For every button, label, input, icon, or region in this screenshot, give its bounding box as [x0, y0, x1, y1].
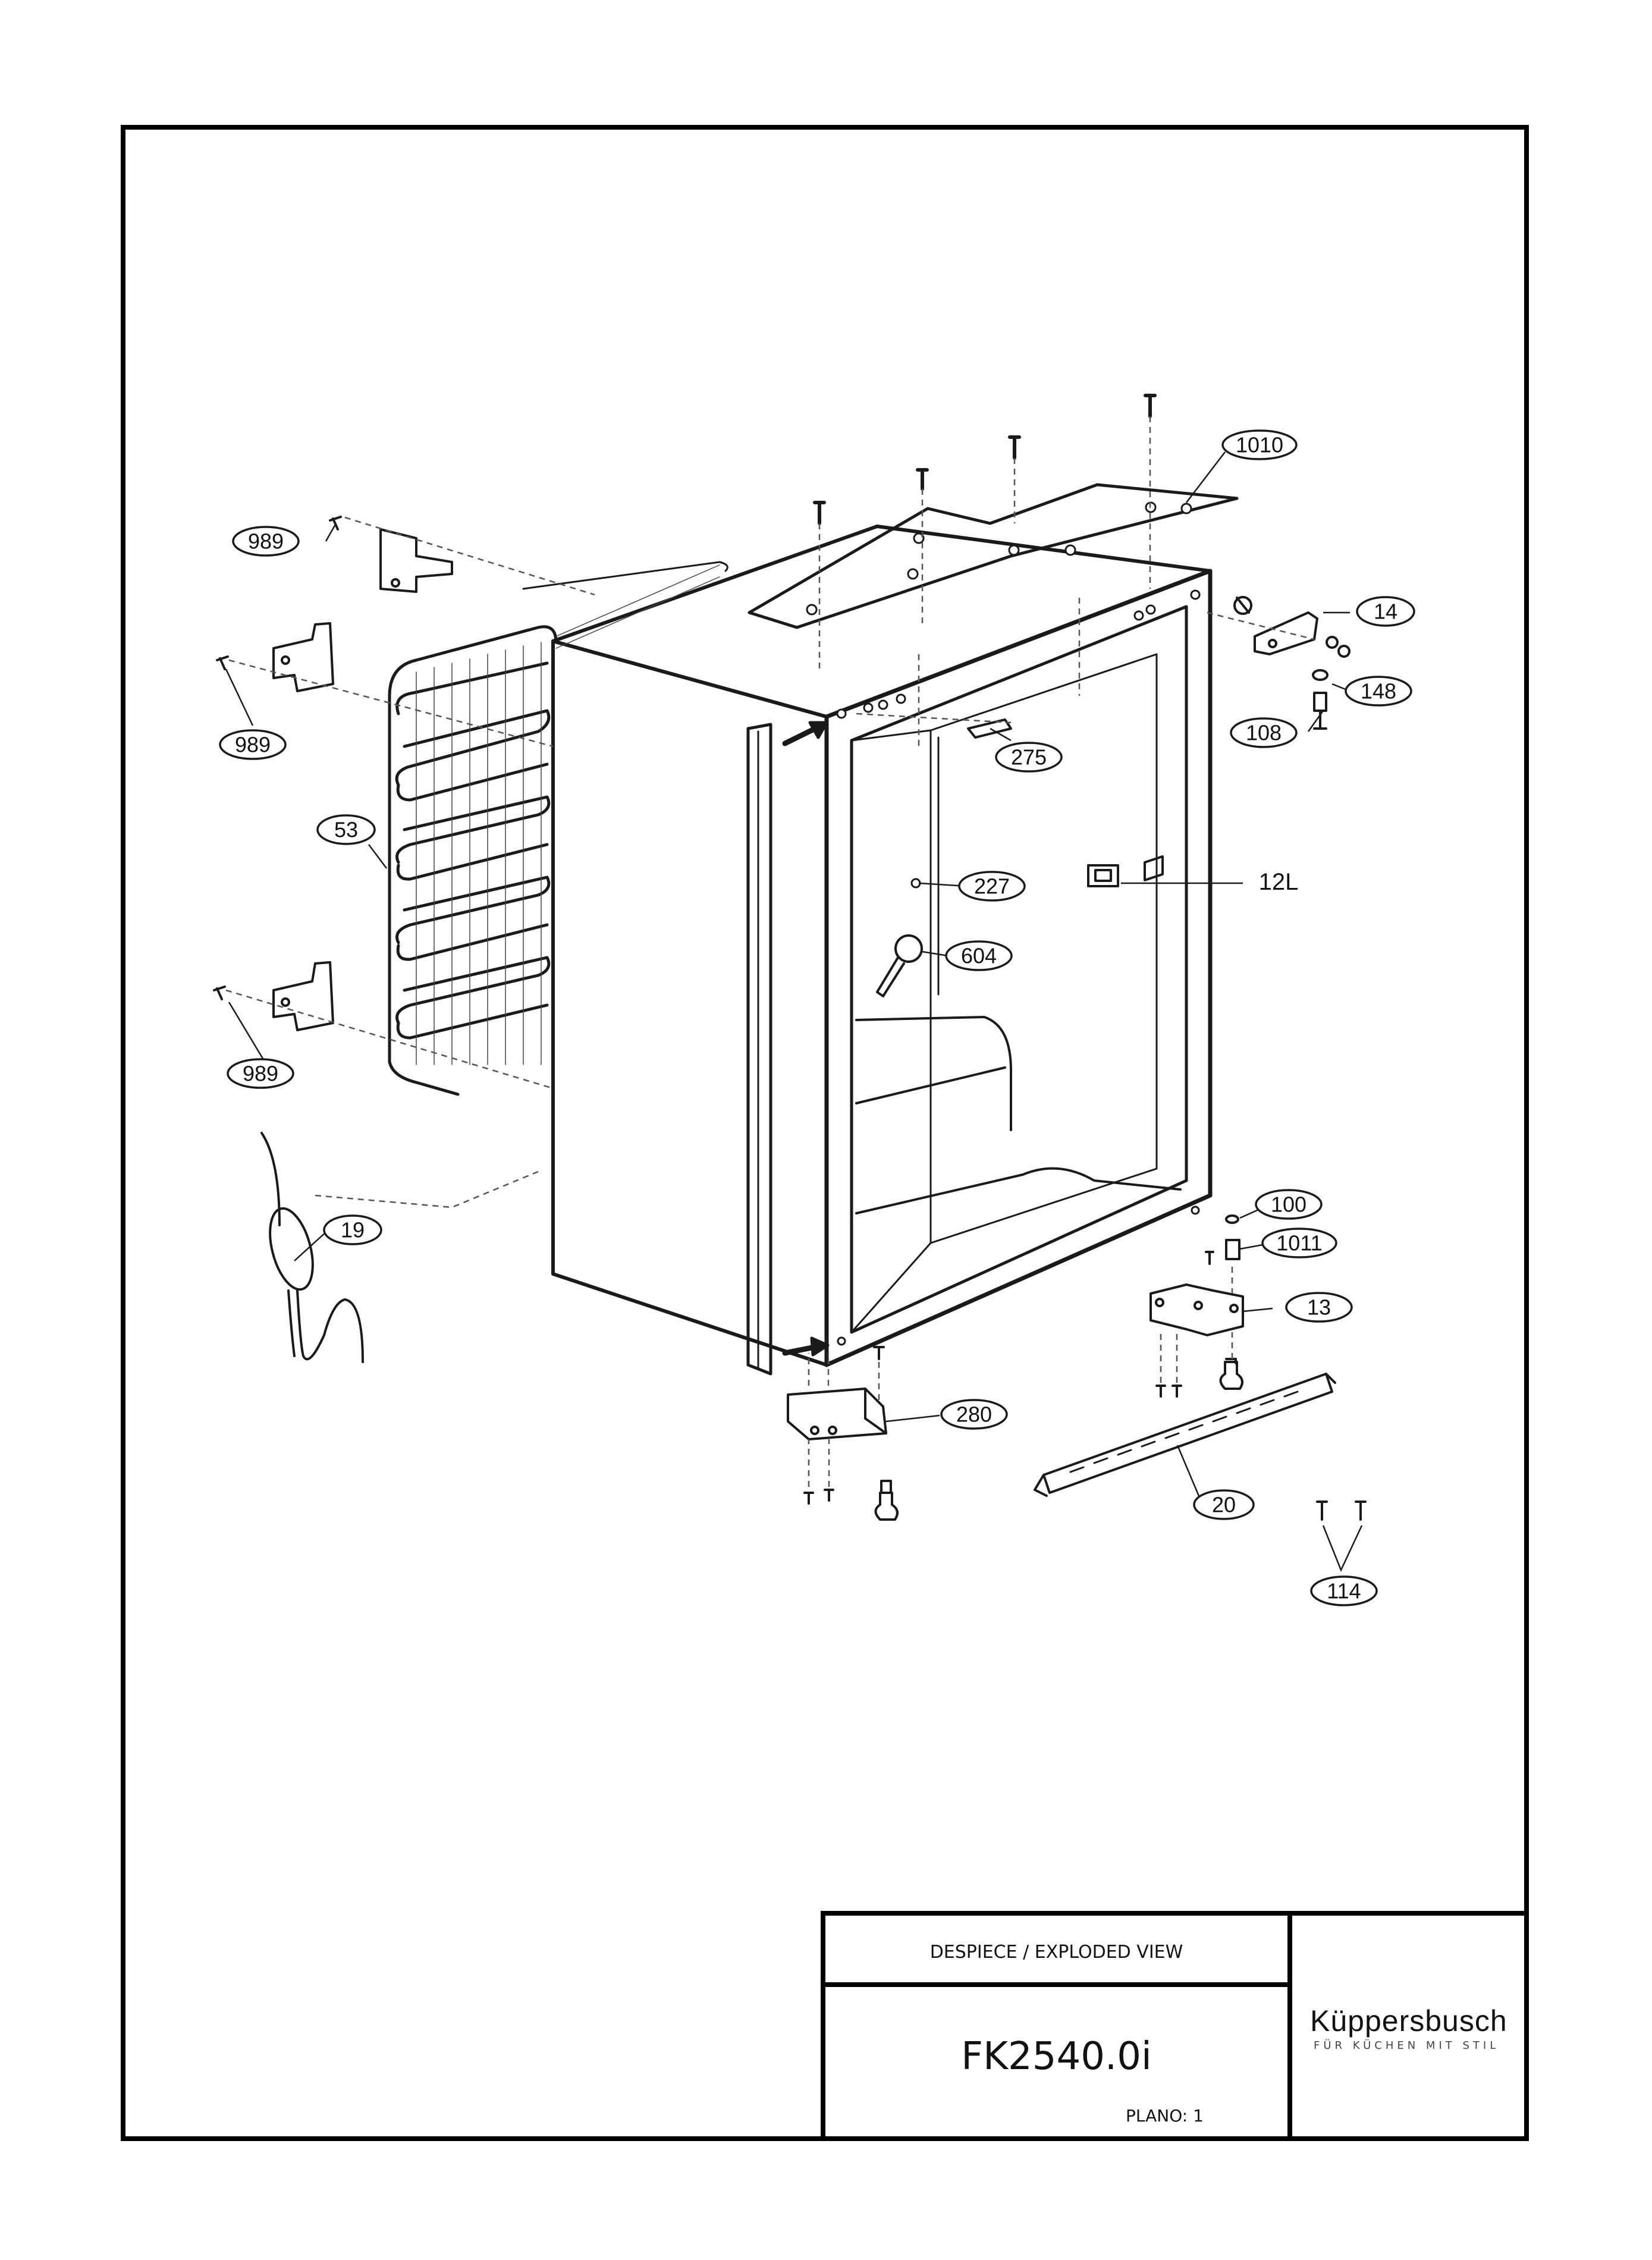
bottom-hinge-13: [1150, 1283, 1244, 1390]
label-bubble-20: [1193, 1489, 1255, 1520]
label-bubble-13: [1285, 1292, 1353, 1323]
label-bubble-989-top: [232, 526, 300, 557]
bottom-block-280: [787, 1388, 899, 1521]
label-bubble-19: [323, 1214, 382, 1245]
label-bubble-280: [940, 1399, 1008, 1430]
part-label-227: 227: [974, 874, 1010, 899]
brand-tagline: FÜR KÜCHEN MIT STIL: [1314, 2039, 1500, 2052]
label-bubble-108: [1230, 717, 1298, 748]
condenser-bracket-top: [379, 528, 453, 593]
switch-12L: [1087, 855, 1164, 887]
thermostat-sensor: [260, 1132, 364, 1363]
part-label-114: 114: [1327, 1579, 1361, 1603]
part-label-989: 989: [248, 529, 284, 554]
label-bubble-989-mid: [219, 729, 287, 760]
label-bubble-227: [958, 871, 1026, 902]
brand-logo: Küppersbusch: [1310, 2004, 1507, 2038]
label-bubble-275: [995, 742, 1063, 773]
part-label-275: 275: [1011, 745, 1047, 770]
cabinet-front-opening: [850, 605, 1188, 1334]
pin-100-1011: [1205, 1214, 1240, 1265]
part-label-989: 989: [235, 733, 271, 757]
part-label-13: 13: [1307, 1295, 1331, 1320]
label-bubble-1011: [1261, 1228, 1337, 1258]
label-bubble-989-low: [227, 1058, 294, 1089]
part-label-20: 20: [1212, 1493, 1236, 1517]
label-bubble-100: [1255, 1189, 1323, 1220]
plano-number: PLANO: 1: [1126, 2106, 1204, 2126]
top-cover-plate: [748, 483, 1239, 629]
part-label-1011: 1011: [1276, 1231, 1322, 1255]
title-block-model-cell: FK2540.0i PLANO: 1: [821, 1982, 1292, 2141]
part-label-148: 148: [1361, 679, 1396, 704]
label-bubble-1010: [1221, 429, 1298, 460]
hinge-plate-14: [1254, 611, 1318, 655]
part-label-989: 989: [243, 1062, 278, 1086]
title-block-brand-cell: Küppersbusch FÜR KÜCHEN MIT STIL: [1287, 1911, 1529, 2141]
top-screws: [813, 394, 1157, 525]
bottom-screws: [803, 1346, 1182, 1505]
cabinet-inner-back: [929, 653, 1158, 1244]
label-bubble-604: [945, 940, 1013, 971]
light-604: [876, 934, 923, 997]
part-label-53: 53: [334, 818, 358, 842]
part-label-604: 604: [961, 944, 997, 968]
cabinet-left-side: [551, 639, 828, 1367]
hole-227: [910, 878, 921, 889]
label-bubble-148: [1345, 676, 1412, 707]
skirting-20: [1034, 1373, 1336, 1497]
small-screws-right: [1233, 596, 1351, 681]
cabinet-top: [551, 525, 1212, 718]
label-bubble-114: [1310, 1575, 1378, 1606]
part-label-108: 108: [1246, 721, 1282, 745]
clip-275: [967, 718, 1012, 739]
part-label-12L: 12L: [1259, 869, 1299, 895]
hinge-pin-108: [1313, 692, 1327, 730]
condenser-bracket-low: [272, 961, 334, 1031]
part-label-19: 19: [341, 1218, 365, 1242]
title-block-header: DESPIECE / EXPLODED VIEW: [929, 1942, 1183, 1963]
model-number: FK2540.0i: [961, 2035, 1152, 2079]
part-label-1010: 1010: [1236, 433, 1283, 457]
part-label-14: 14: [1374, 599, 1397, 624]
part-label-280: 280: [956, 1402, 992, 1427]
part-label-100: 100: [1271, 1192, 1306, 1217]
condenser-coil: [388, 561, 728, 1096]
label-bubble-14: [1356, 596, 1415, 627]
screws-114: [1316, 1501, 1367, 1521]
door-seal-strip: [746, 723, 772, 1376]
cabinet-front-frame: [824, 569, 1213, 1367]
title-block-header-cell: DESPIECE / EXPLODED VIEW: [821, 1911, 1292, 1987]
condenser-bracket-mid: [272, 622, 334, 692]
label-bubble-53: [316, 814, 376, 845]
